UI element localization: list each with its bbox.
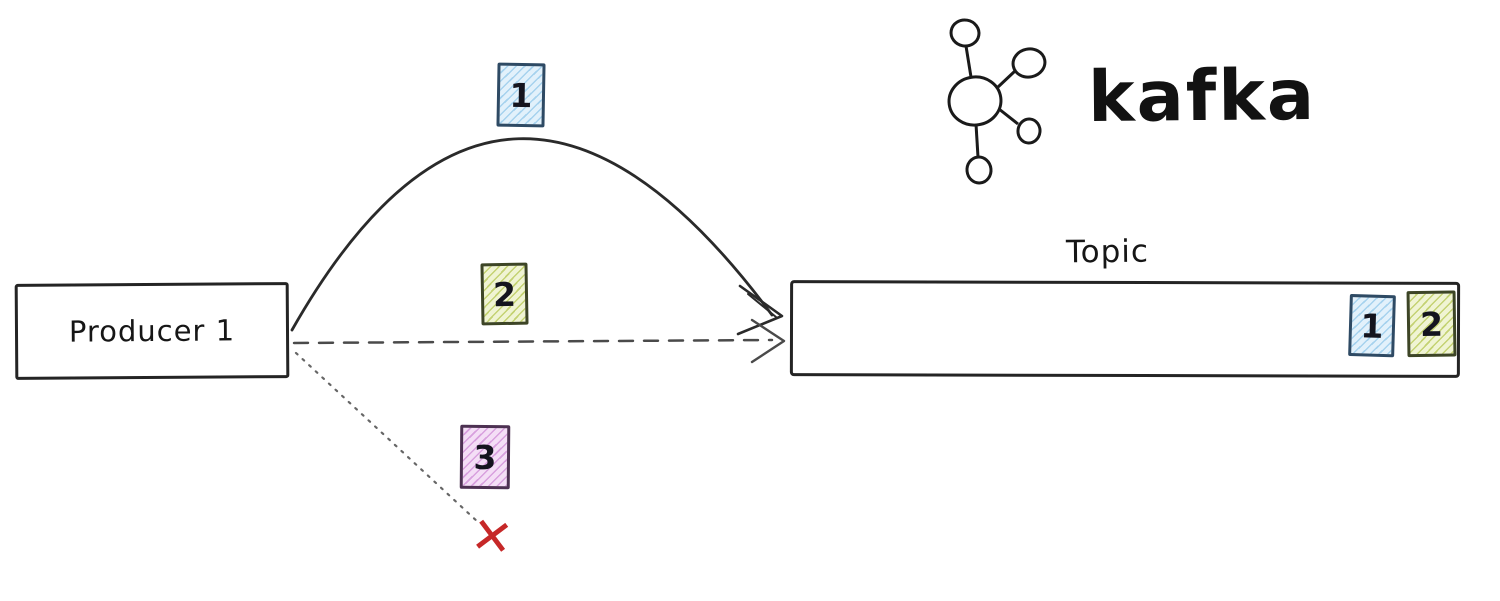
message-2-number: 2 xyxy=(492,274,517,314)
dashed-arrow xyxy=(292,318,786,364)
topic-box: 1 2 xyxy=(789,280,1461,378)
topic-message-1-number: 1 xyxy=(1359,305,1385,346)
kafka-logo-icon xyxy=(947,18,1047,185)
producer-box: Producer 1 xyxy=(14,282,290,380)
message-2: 2 xyxy=(480,262,529,326)
solid-curved-arrow xyxy=(290,137,784,336)
message-1: 1 xyxy=(496,62,546,128)
dotted-line xyxy=(294,351,481,525)
message-1-number: 1 xyxy=(509,75,533,115)
topic-message-2-number: 2 xyxy=(1419,304,1444,344)
producer-label: Producer 1 xyxy=(68,313,236,349)
message-3: 3 xyxy=(459,424,511,490)
topic-message-1: 1 xyxy=(1348,293,1396,358)
topic-label: Topic xyxy=(1065,233,1150,271)
topic-message-2: 2 xyxy=(1406,290,1457,358)
kafka-wordmark: kafka xyxy=(1087,54,1317,138)
message-3-number: 3 xyxy=(473,437,497,477)
failure-x-icon: ✕ xyxy=(467,505,517,569)
